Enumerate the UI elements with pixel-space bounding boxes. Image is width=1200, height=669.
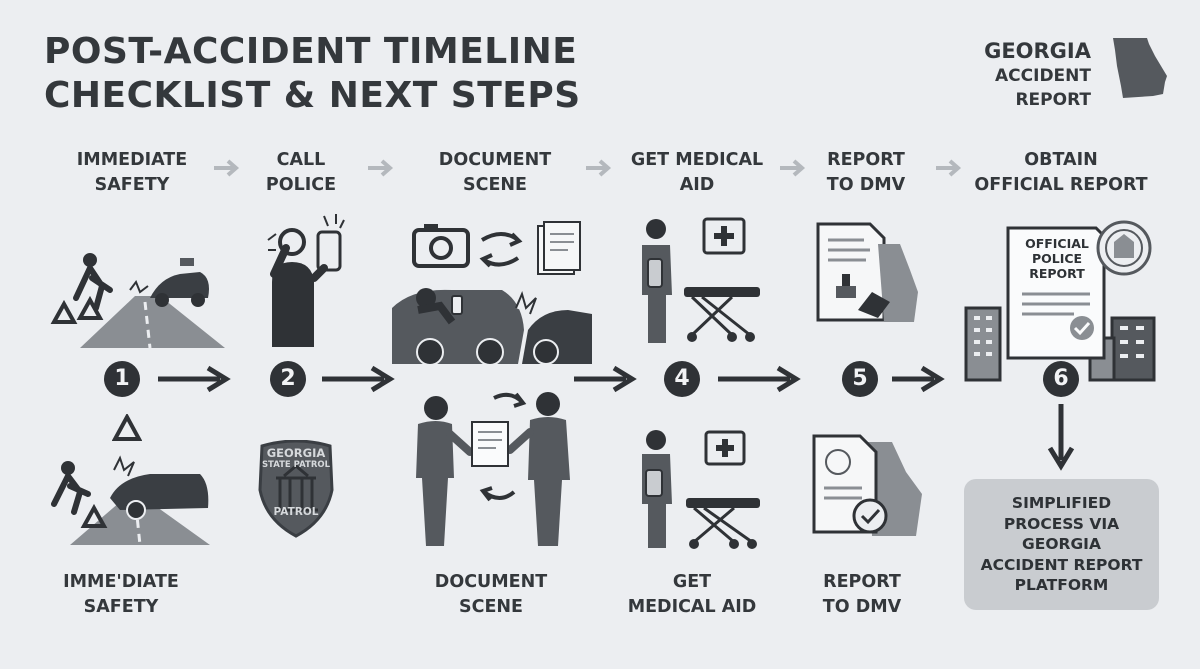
step-3-bottom-label: DOCUMENT SCENE: [435, 570, 547, 620]
badge-line-2: STATE PATROL: [261, 460, 331, 470]
state-patrol-badge-text: GEORGIA STATE PATROL PATROL: [254, 446, 338, 519]
step-2-number: 2: [270, 361, 306, 397]
badge-line-3: PATROL: [273, 506, 319, 518]
simplified-process-callout: SIMPLIFIED PROCESS VIA GEORGIA ACCIDENT …: [964, 479, 1159, 610]
step-6-label-line-1: OBTAIN: [1024, 150, 1098, 170]
step-1-label: IMMEDIATE SAFETY: [77, 148, 187, 198]
chevron-right-icon: [214, 159, 240, 177]
step-1-label-line-2: SAFETY: [94, 175, 170, 195]
info-box-line-4: ACCIDENT REPORT: [980, 555, 1143, 574]
step-4-label: GET MEDICAL AID: [631, 148, 763, 198]
warning-triangle-icon: [112, 414, 142, 441]
step-1-bottom-line-1: IMME'DIATE: [63, 572, 179, 592]
info-box-line-3: GEORGIA: [1022, 535, 1101, 554]
official-report-line-2: POLICE: [1031, 251, 1083, 266]
dmv-report-illustration: [812, 434, 922, 536]
step-6-label: OBTAIN OFFICIAL REPORT: [974, 148, 1147, 198]
info-box-line-2: PROCESS VIA: [1003, 514, 1120, 533]
step-4-bottom-line-1: GET: [672, 572, 712, 592]
step-3-label: DOCUMENT SCENE: [439, 148, 551, 198]
person-calling-illustration: [267, 214, 345, 347]
step-4-bottom-line-2: MEDICAL AID: [627, 597, 757, 617]
info-box-line-5: PLATFORM: [1014, 576, 1109, 595]
title-line-2: CHECKLIST & NEXT STEPS: [44, 75, 581, 116]
chevron-right-icon: [586, 159, 612, 177]
step-3-bottom-line-2: SCENE: [458, 597, 524, 617]
step-5-label-line-1: REPORT: [827, 150, 905, 170]
step-5-number: 5: [842, 361, 878, 397]
step-4-bottom-label: GET MEDICAL AID: [628, 570, 757, 620]
page-title: POST-ACCIDENT TIMELINE CHECKLIST & NEXT …: [44, 30, 581, 118]
info-box-line-1: SIMPLIFIED: [1011, 494, 1112, 513]
dmv-report-illustration: [816, 222, 918, 322]
step-5-bottom-line-1: REPORT: [823, 572, 901, 592]
medical-aid-illustration: [642, 217, 760, 343]
medical-aid-illustration: [642, 430, 760, 549]
step-5-label: REPORT TO DMV: [827, 148, 905, 198]
step-5-label-line-2: TO DMV: [826, 175, 906, 195]
brand-line-2: ACCIDENT REPORT: [995, 66, 1091, 110]
chevron-right-icon: [780, 159, 806, 177]
badge-line-1: GEORGIA: [266, 446, 326, 460]
step-5-bottom-label: REPORT TO DMV: [823, 570, 901, 620]
step-5-bottom-line-2: TO DMV: [822, 597, 902, 617]
step-3-label-line-2: SCENE: [462, 175, 528, 195]
step-1-bottom-label: IMME'DIATE SAFETY: [63, 570, 179, 620]
arrow-right-icon: [158, 365, 231, 393]
accident-scene-illustration: [50, 253, 225, 348]
chevron-right-icon: [936, 159, 962, 177]
step-4-label-line-1: GET MEDICAL: [630, 150, 764, 170]
brand-line-1: GEORGIA: [984, 39, 1091, 63]
arrow-down-icon: [1047, 404, 1075, 471]
official-report-line-1: OFFICIAL: [1025, 236, 1089, 251]
step-3-label-line-1: DOCUMENT: [438, 150, 552, 170]
step-4-label-line-2: AID: [679, 175, 715, 195]
step-1-bottom-line-2: SAFETY: [83, 597, 159, 617]
step-6-number: 6: [1043, 361, 1079, 397]
exchange-information-illustration: [416, 392, 570, 546]
official-report-line-3: REPORT: [1029, 266, 1085, 281]
state-patrol-badge-icon: [258, 440, 334, 538]
accident-scene-illustration: [51, 455, 210, 545]
official-report-title: OFFICIAL POLICE REPORT: [1016, 236, 1098, 281]
chevron-right-icon: [368, 159, 394, 177]
arrow-right-icon: [892, 365, 945, 393]
step-3-bottom-line-1: DOCUMENT: [434, 572, 548, 592]
arrow-right-icon: [574, 365, 637, 393]
arrow-right-icon: [322, 365, 395, 393]
official-report-illustration: [964, 220, 1156, 382]
step-2-label: CALL POLICE: [266, 148, 336, 198]
step-2-label-line-2: POLICE: [265, 175, 337, 195]
step-1-label-line-1: IMMEDIATE: [76, 150, 188, 170]
title-line-1: POST-ACCIDENT TIMELINE: [44, 31, 578, 72]
step-4-number: 4: [664, 361, 700, 397]
step-1-number: 1: [104, 361, 140, 397]
georgia-state-outline-icon: [1113, 38, 1167, 98]
step-2-label-line-1: CALL: [276, 150, 326, 170]
brand-logo: GEORGIA ACCIDENT REPORT: [915, 36, 1195, 110]
step-6-label-line-2: OFFICIAL REPORT: [974, 175, 1148, 195]
arrow-right-icon: [718, 365, 801, 393]
document-scene-illustration: [392, 221, 592, 366]
